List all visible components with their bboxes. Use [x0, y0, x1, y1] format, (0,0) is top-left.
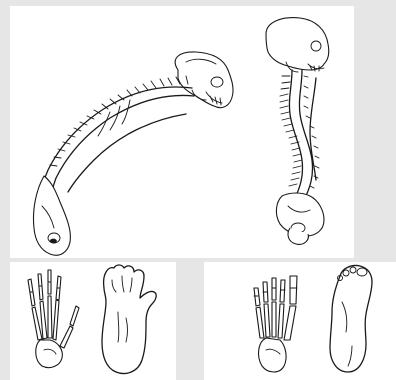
human-skeleton-spine-icon — [266, 18, 329, 245]
ape-foot-bones-svg — [10, 262, 88, 380]
ape-skeleton-spine-icon — [33, 52, 233, 255]
ape-footprint-icon — [102, 265, 156, 374]
human-foot-bones-panel — [204, 262, 302, 380]
ape-footprint-panel — [88, 262, 176, 380]
skeletons-panel — [10, 6, 354, 258]
ape-foot-bones-panel — [10, 262, 88, 380]
ape-foot-bones-icon — [28, 270, 79, 368]
human-footprint-svg — [302, 262, 396, 380]
human-foot-bones-svg — [204, 262, 302, 380]
human-foot-bones-icon — [254, 276, 297, 372]
ape-footprint-svg — [88, 262, 176, 380]
human-footprint-panel — [302, 262, 396, 380]
skeletons-svg — [10, 6, 354, 258]
human-footprint-icon — [330, 265, 372, 372]
